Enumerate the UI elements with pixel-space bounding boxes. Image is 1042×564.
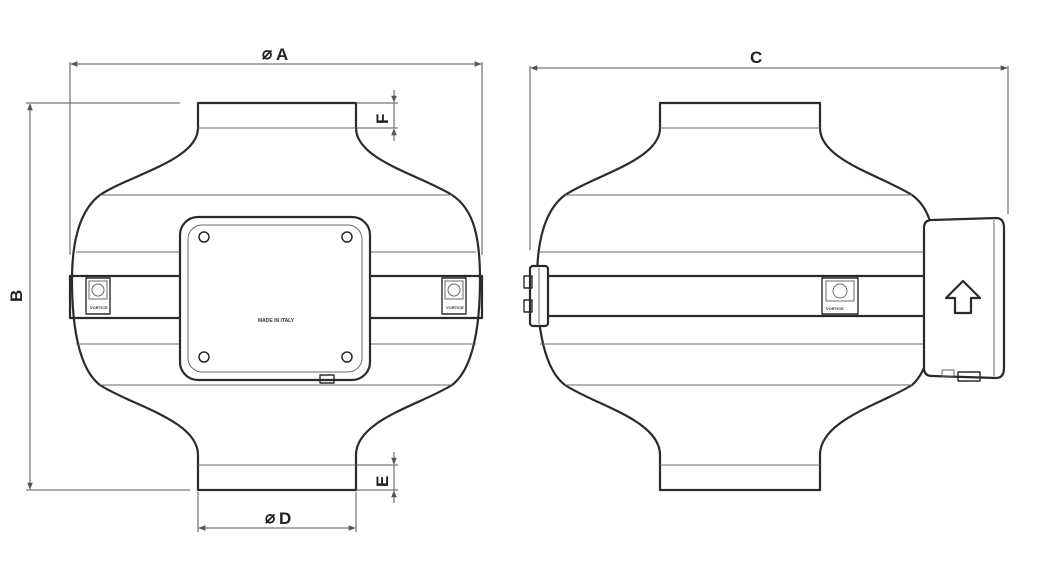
dim-f-label: F bbox=[373, 114, 392, 124]
front-dimensions: ⌀ A B F E ⌀ D bbox=[7, 44, 483, 532]
airflow-up-arrow-icon bbox=[944, 279, 982, 315]
front-logo-text-left: VORTICE bbox=[90, 305, 108, 310]
cable-gland bbox=[319, 374, 335, 384]
terminal-box-inner bbox=[187, 224, 363, 373]
front-logo-text-right: VORTICE bbox=[446, 305, 464, 310]
dim-c-label: C bbox=[750, 48, 762, 67]
front-view: VORTICE VORTICE MADE IN ITALY bbox=[68, 101, 484, 492]
screw-icon bbox=[198, 231, 210, 243]
screw-icon bbox=[341, 231, 353, 243]
side-dimensions: C bbox=[529, 48, 1009, 250]
dim-a-symbol: ⌀ bbox=[262, 44, 273, 63]
front-band-logo-right: VORTICE bbox=[441, 277, 467, 315]
terminal-box-outer bbox=[178, 215, 372, 382]
screw-icon bbox=[341, 351, 353, 363]
side-view: VORTICE bbox=[523, 101, 1006, 492]
side-clamp-screw bbox=[523, 264, 550, 328]
dim-d-symbol: ⌀ bbox=[265, 508, 276, 527]
dim-b-label: B bbox=[7, 290, 26, 302]
side-clamp-band bbox=[538, 274, 927, 318]
side-band-logo: VORTICE bbox=[821, 277, 859, 315]
front-band-logo-left: VORTICE bbox=[85, 277, 111, 315]
side-logo-text: VORTICE bbox=[826, 306, 844, 311]
side-terminal-box bbox=[922, 216, 1006, 382]
dim-d-label: D bbox=[279, 509, 291, 528]
screw-icon bbox=[198, 351, 210, 363]
dim-e-label: E bbox=[373, 476, 392, 487]
dim-a-label: A bbox=[276, 45, 288, 64]
made-in-italy-text: MADE IN ITALY bbox=[258, 318, 295, 324]
side-fan-housing bbox=[535, 101, 938, 492]
